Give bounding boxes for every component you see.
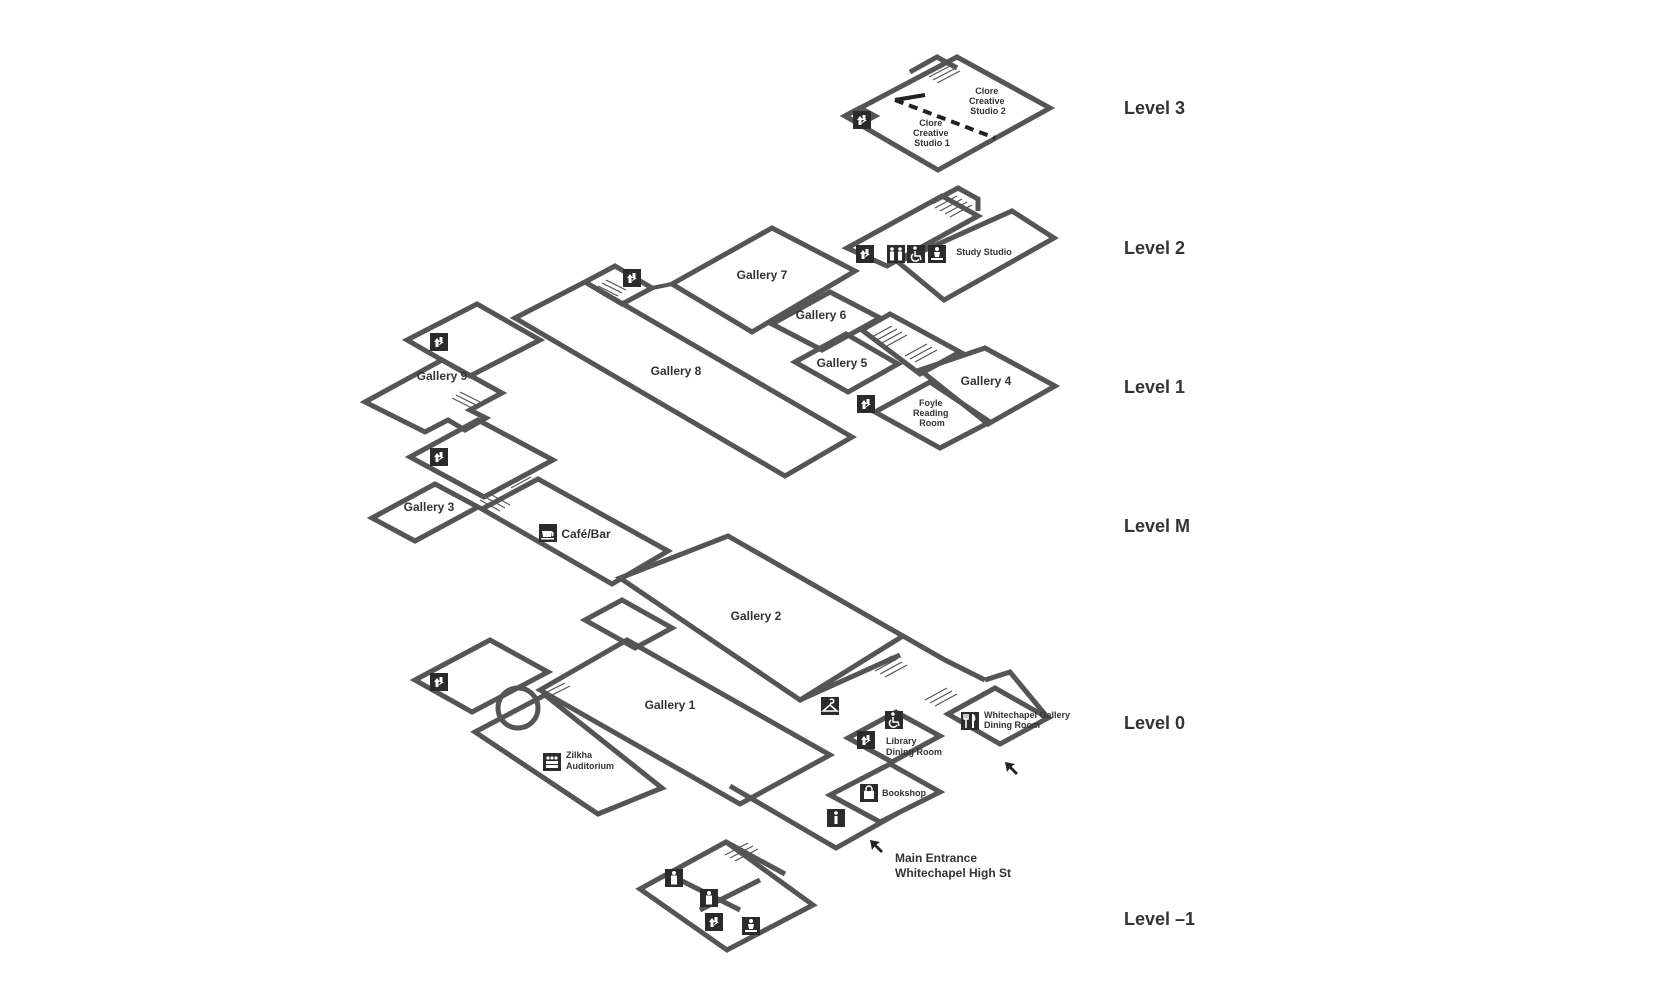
baby-change-icon <box>928 245 946 263</box>
info-icon <box>827 809 845 827</box>
level-2-plan: Study Studio <box>841 185 1059 304</box>
gallery-4-label: Gallery 4 <box>961 374 1012 388</box>
library-dining-room-floor <box>842 709 946 765</box>
baby-change-icon <box>742 917 760 935</box>
level-1-plan: Gallery 7 Gallery 6 Gallery 5 Gallery 4 … <box>359 225 1061 479</box>
gallery-3-label: Gallery 3 <box>404 500 455 514</box>
clore-studio-2-label: Clore Creative Studio 2 <box>969 86 1007 116</box>
level-minus-1-plan <box>635 839 818 953</box>
library-dining-room-label: Library Dining Room <box>886 736 942 757</box>
level-m-plan: Gallery 3 Café/Bar <box>366 417 674 587</box>
level-3-label: Level 3 <box>1124 98 1185 118</box>
gallery-8-label: Gallery 8 <box>651 364 702 378</box>
cafe-bar-label: Café/Bar <box>561 527 611 541</box>
gallery-2-label: Gallery 2 <box>731 609 782 623</box>
gallery-7-floor <box>667 225 861 335</box>
lift-icon <box>853 111 871 129</box>
study-studio-floor <box>893 208 1059 304</box>
gallery-1-floor <box>534 637 836 807</box>
lift-icon <box>430 673 448 691</box>
gallery-9-floor <box>359 357 508 435</box>
foyle-reading-room-floor <box>869 379 995 451</box>
level-m-label: Level M <box>1124 516 1190 536</box>
level-minus-1-label: Level –1 <box>1124 909 1195 929</box>
cafe-icon <box>538 523 558 543</box>
gallery-5-label: Gallery 5 <box>817 356 868 370</box>
gallery-1-label: Gallery 1 <box>645 698 696 712</box>
accessible-toilet-icon <box>906 244 926 264</box>
clore-studio-1-label: Clore Creative Studio 1 <box>913 118 951 148</box>
toilet-icon <box>700 889 718 907</box>
lift-icon <box>857 731 875 749</box>
shop-icon <box>859 783 879 803</box>
gallery-3-floor <box>366 481 484 544</box>
gallery-6-label: Gallery 6 <box>796 308 847 322</box>
level-1-label: Level 1 <box>1124 377 1185 397</box>
lift-icon <box>430 333 448 351</box>
level-3-plan: Clore Creative Studio 2 Clore Creative S… <box>839 54 1056 173</box>
entrance-arrow-icon <box>870 840 883 853</box>
level-0-label: Level 0 <box>1124 713 1185 733</box>
lift-icon <box>856 245 874 263</box>
gallery-7-label: Gallery 7 <box>737 268 788 282</box>
clore-studios-floor <box>839 54 1056 173</box>
toilet-icon <box>665 869 683 887</box>
gallery-5-floor <box>789 331 904 395</box>
gallery-8-floor <box>509 279 857 479</box>
level-2-label: Level 2 <box>1124 238 1185 258</box>
lift-icon <box>430 448 448 466</box>
bookshop-floor <box>824 761 946 825</box>
lift-icon <box>623 269 641 287</box>
zilkha-auditorium-label: Zilkha Auditorium <box>566 750 614 771</box>
cafe-bar-floor <box>476 476 674 587</box>
zilkha-auditorium-floor <box>470 692 667 817</box>
gallery-9-label: Gallery 9 <box>417 369 468 383</box>
level-0-plan: Gallery 2 Gallery 1 Zilkha Auditorium Wh… <box>409 533 1073 880</box>
entrance-arrow-icon <box>1005 762 1018 775</box>
whitechapel-dining-room-label: Whitechapel Gallery Dining Room <box>984 710 1073 730</box>
accessible-toilet-icon <box>884 710 904 730</box>
cloakroom-icon <box>820 696 840 716</box>
auditorium-icon <box>543 753 561 771</box>
lift-icon <box>705 913 723 931</box>
foyle-reading-room-label: Foyle Reading Room <box>913 398 951 428</box>
main-entrance-label: Main Entrance Whitechapel High St <box>895 851 1011 880</box>
bookshop-label: Bookshop <box>882 788 927 798</box>
toilets-icon <box>887 245 905 263</box>
lift-icon <box>857 395 875 413</box>
restaurant-icon <box>960 711 980 731</box>
study-studio-label: Study Studio <box>956 247 1012 257</box>
